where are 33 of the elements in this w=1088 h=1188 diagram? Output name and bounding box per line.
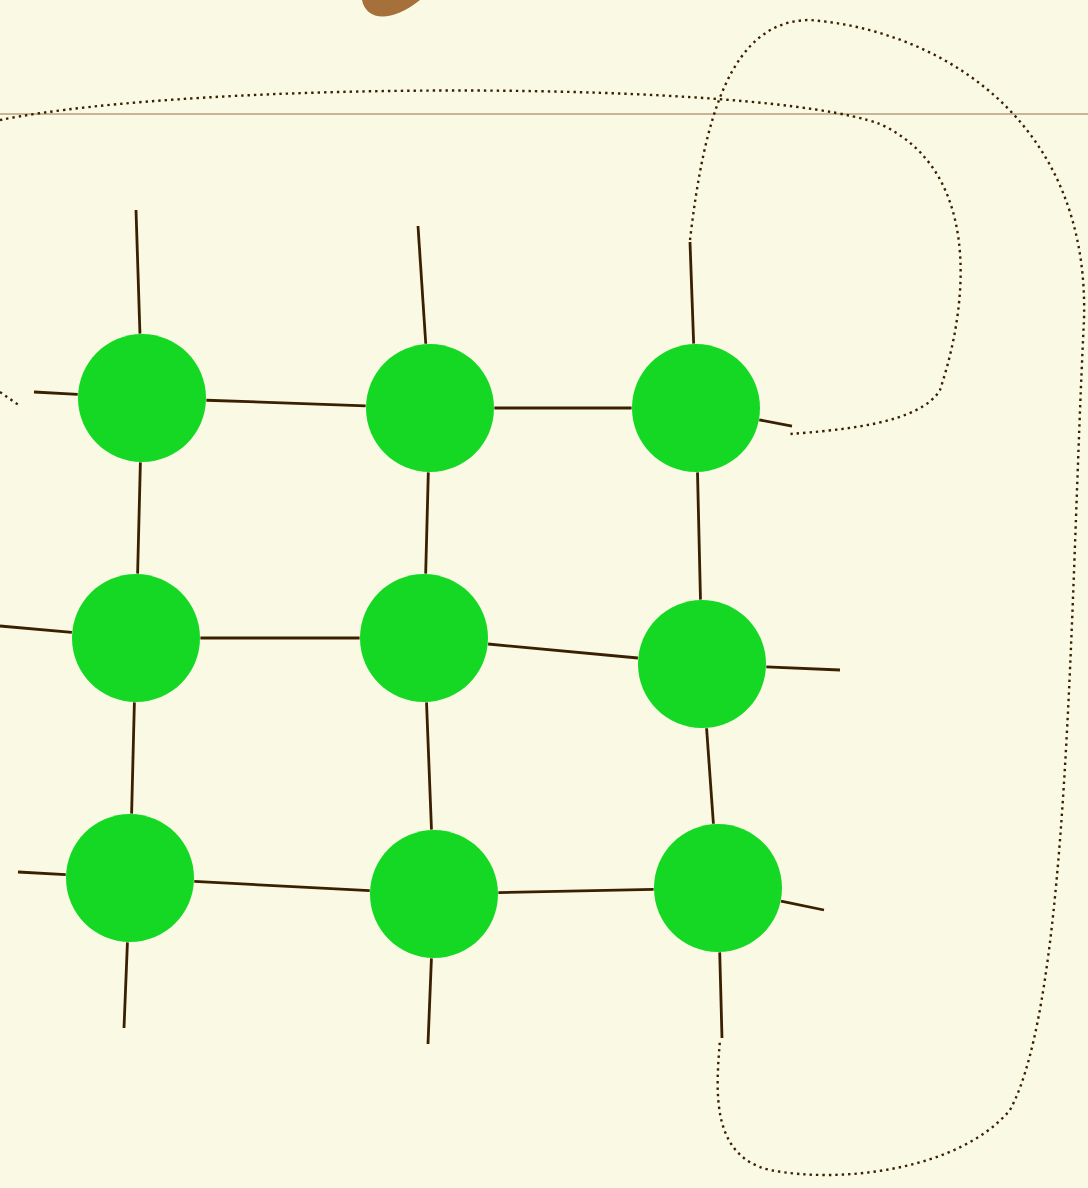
connector-line [487, 642, 638, 660]
connector-line [0, 624, 72, 634]
connector-line [425, 702, 433, 830]
connector-line [134, 209, 142, 334]
circle-node [654, 824, 782, 952]
circle-node [66, 814, 194, 942]
circle-node [632, 344, 760, 472]
connector-line [122, 942, 129, 1029]
circle-node [360, 574, 488, 702]
connector-line [705, 728, 715, 824]
connector-line [696, 472, 702, 600]
circle-node [370, 830, 498, 958]
circle-node [78, 334, 206, 462]
connector-line [17, 870, 66, 876]
circle-node [638, 600, 766, 728]
connector-line [424, 472, 430, 574]
connector-line [200, 636, 360, 640]
connector-line [780, 899, 825, 912]
connector-line [498, 887, 654, 895]
connector-line [206, 398, 366, 408]
connector-line [33, 390, 78, 396]
connector-line [136, 462, 142, 574]
connector-line [718, 952, 724, 1039]
connector-line [494, 406, 632, 410]
circle-node [72, 574, 200, 702]
connector-line [416, 225, 428, 344]
connector-line [194, 880, 370, 892]
connector-line [766, 665, 841, 672]
connector-line [426, 958, 433, 1045]
connector-line [688, 241, 696, 344]
connector-line [759, 418, 793, 428]
circle-node [366, 344, 494, 472]
connector-line [130, 702, 136, 814]
